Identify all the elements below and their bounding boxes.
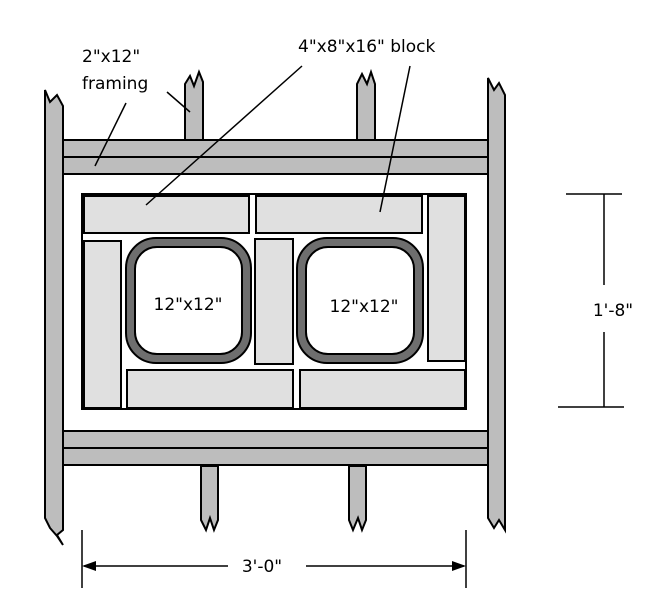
flue-label-right: 12"x12" bbox=[330, 297, 399, 317]
top-joist-right bbox=[356, 68, 376, 141]
right-side-framing bbox=[487, 77, 506, 534]
depth-dimension bbox=[558, 193, 624, 408]
width-dimension-label: 3'-0" bbox=[242, 557, 282, 577]
depth-dimension-label: 1'-8" bbox=[593, 301, 633, 321]
block-leader-b bbox=[379, 65, 411, 213]
framing-leader-a bbox=[94, 102, 127, 167]
framing-leader-b bbox=[166, 91, 191, 113]
block-label: 4"x8"x16" block bbox=[298, 37, 436, 57]
width-dimension bbox=[81, 530, 467, 588]
bottom-header-outer bbox=[62, 447, 489, 466]
top-header-inner bbox=[62, 156, 489, 175]
framing-label-line1: 2"x12" bbox=[82, 47, 140, 67]
top-joist-left bbox=[184, 69, 204, 141]
block-center-vertical bbox=[254, 238, 294, 365]
bottom-joist-left bbox=[200, 465, 219, 533]
block-leader-a bbox=[145, 65, 303, 206]
block-bottom-left bbox=[126, 369, 294, 409]
left-side-framing bbox=[44, 89, 64, 546]
block-top-left bbox=[83, 195, 250, 234]
bottom-joist-right bbox=[348, 465, 367, 533]
top-header-outer bbox=[62, 139, 489, 158]
framing-label-line2: framing bbox=[82, 74, 148, 94]
block-bottom-right bbox=[299, 369, 466, 409]
flue-liner-left-inner bbox=[134, 246, 243, 355]
flue-label-left: 12"x12" bbox=[154, 295, 223, 315]
block-top-right bbox=[255, 195, 423, 234]
block-left-vertical bbox=[83, 240, 122, 409]
block-right-vertical bbox=[427, 195, 466, 362]
bottom-header-inner bbox=[62, 430, 489, 449]
flue-liner-right-inner bbox=[305, 246, 415, 355]
